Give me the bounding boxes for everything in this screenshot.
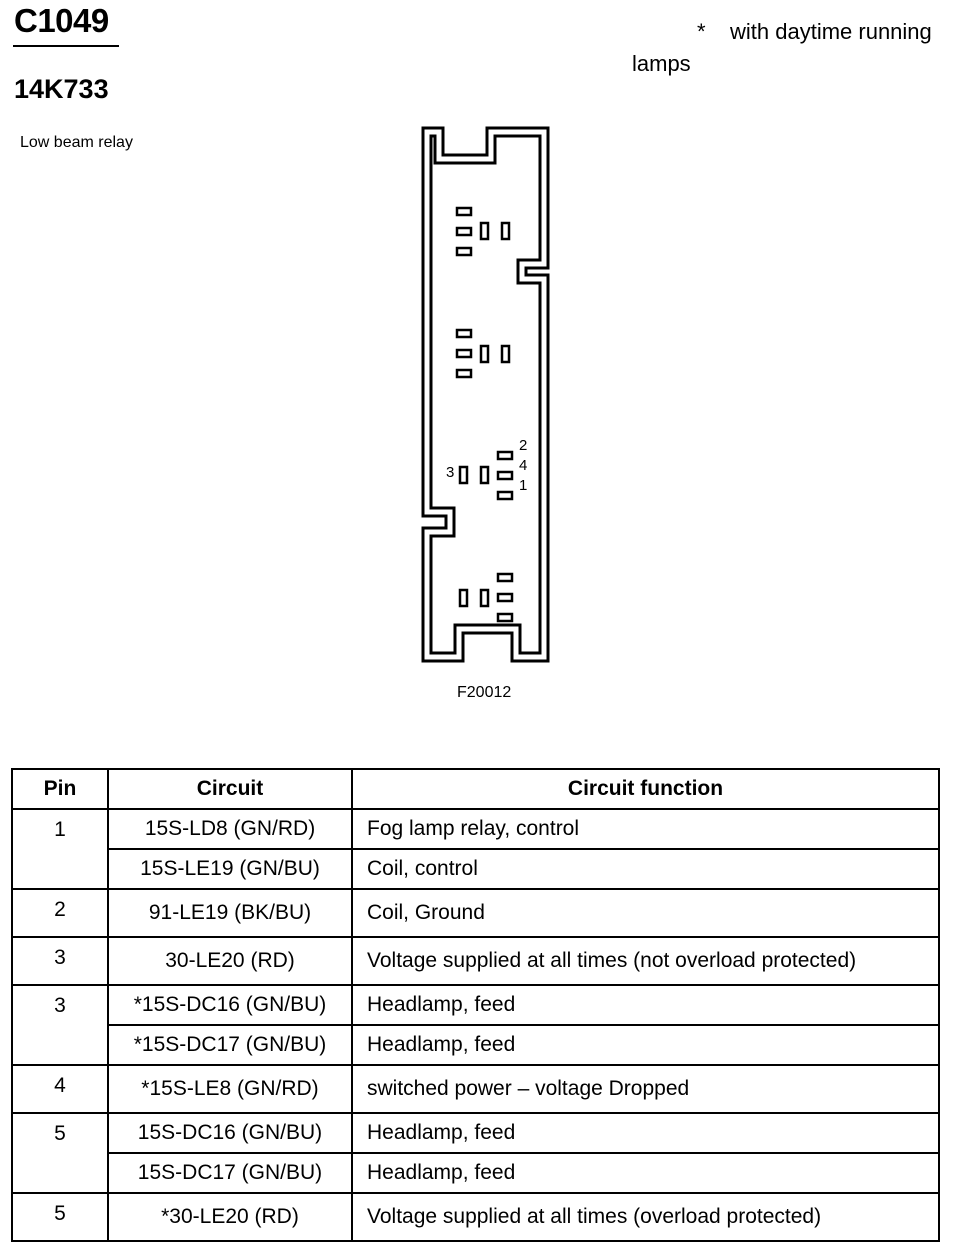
cavity-pin-1 <box>496 490 514 501</box>
cavity-slot <box>458 588 469 608</box>
cavity-slot <box>455 226 473 237</box>
table-row: 15S-DC17 (GN/BU) Headlamp, feed <box>12 1152 940 1194</box>
function-cell: Voltage supplied at all times (not overl… <box>351 936 940 986</box>
pin-label-3: 3 <box>446 464 454 481</box>
cavity-slot <box>455 206 473 217</box>
cavity-slot <box>479 465 490 485</box>
footnote-star: * <box>697 19 706 44</box>
part-number: 14K733 <box>14 74 109 104</box>
connector-id: C1049 <box>14 2 109 39</box>
pin-label-4: 4 <box>519 457 527 474</box>
cavity-slot <box>496 612 514 623</box>
table-row: 15S-LE19 (GN/BU) Coil, control <box>12 848 940 890</box>
function-cell: Coil, control <box>351 848 940 890</box>
circuit-cell: 15S-DC17 (GN/BU) <box>107 1152 353 1194</box>
circuit-cell: 15S-LD8 (GN/RD) <box>107 808 353 850</box>
pin-label-1: 1 <box>519 477 527 494</box>
pin-cell: 5 <box>11 1192 109 1242</box>
cavity-slot <box>479 221 490 241</box>
function-cell: Headlamp, feed <box>351 1024 940 1066</box>
cavity-slot <box>455 368 473 379</box>
table-row: 1 15S-LD8 (GN/RD) Fog lamp relay, contro… <box>11 808 940 890</box>
circuit-cell: *30-LE20 (RD) <box>107 1192 353 1242</box>
pin-cell: 3 <box>11 936 109 986</box>
table-row: 3 *15S-DC16 (GN/BU) Headlamp, feed <box>11 984 940 1066</box>
connector-housing <box>423 128 490 150</box>
housing-outer-outline <box>423 128 488 150</box>
footnote: * with daytime running lamps <box>632 16 952 80</box>
table-row: 2 91-LE19 (BK/BU) Coil, Ground <box>11 888 940 938</box>
circuit-cell: 15S-LE19 (GN/BU) <box>107 848 353 890</box>
pin-cavities <box>455 206 514 623</box>
pin-cell: 2 <box>11 888 109 938</box>
cavity-slot <box>455 246 473 257</box>
housing-outer-outline <box>423 128 490 150</box>
header-circuit-function: Circuit function <box>351 768 940 810</box>
cavity-slot <box>500 344 511 364</box>
circuit-cell: 15S-DC16 (GN/BU) <box>107 1112 353 1154</box>
table-row: 5 15S-DC16 (GN/BU) Headlamp, feed <box>11 1112 940 1194</box>
pin-cell: 5 <box>11 1112 109 1194</box>
cavity-slot <box>496 572 514 583</box>
header-circuit: Circuit <box>107 768 353 810</box>
component-name: Low beam relay <box>20 134 133 151</box>
table-row: 5 *30-LE20 (RD) Voltage supplied at all … <box>11 1192 940 1242</box>
pin-table: Pin Circuit Circuit function 1 15S-LD8 (… <box>11 768 940 1242</box>
cavity-slot <box>479 588 490 608</box>
cavity-pin-4 <box>496 470 514 481</box>
function-cell: Voltage supplied at all times (overload … <box>351 1192 940 1242</box>
figure-code: F20012 <box>457 684 512 701</box>
circuit-cell: *15S-LE8 (GN/RD) <box>107 1064 353 1114</box>
housing-outlines <box>421 126 550 663</box>
cavity-slot <box>479 344 490 364</box>
cavity-slot <box>496 592 514 603</box>
table-row: 3 30-LE20 (RD) Voltage supplied at all t… <box>11 936 940 986</box>
cavity-pin-2 <box>496 450 514 461</box>
connector-id-underline <box>13 45 119 47</box>
pin-label-2: 2 <box>519 437 527 454</box>
header-pin: Pin <box>11 768 109 810</box>
connector-face-diagram: 2 4 1 3 <box>421 126 550 663</box>
housing-inner-outline <box>429 134 542 655</box>
circuit-cell: 91-LE19 (BK/BU) <box>107 888 353 938</box>
pin-cell: 1 <box>11 808 109 890</box>
circuit-cell: 30-LE20 (RD) <box>107 936 353 986</box>
table-row: *15S-DC17 (GN/BU) Headlamp, feed <box>12 1024 940 1066</box>
function-cell: switched power – voltage Dropped <box>351 1064 940 1114</box>
cavity-pin-3 <box>458 465 469 485</box>
table-row: 4 *15S-LE8 (GN/RD) switched power – volt… <box>11 1064 940 1114</box>
footnote-text-line2: lamps <box>632 51 691 76</box>
circuit-cell: *15S-DC16 (GN/BU) <box>107 984 353 1026</box>
cavity-slot <box>500 221 511 241</box>
cavity-slot <box>455 348 473 359</box>
circuit-cell: *15S-DC17 (GN/BU) <box>107 1024 353 1066</box>
function-cell: Headlamp, feed <box>351 1112 940 1154</box>
function-cell: Coil, Ground <box>351 888 940 938</box>
cavity-slot <box>455 328 473 339</box>
footnote-text-line1: with daytime running <box>730 19 932 44</box>
function-cell: Headlamp, feed <box>351 1152 940 1194</box>
pin-cell: 4 <box>11 1064 109 1114</box>
table-header-row: Pin Circuit Circuit function <box>11 768 940 810</box>
function-cell: Headlamp, feed <box>351 984 940 1026</box>
function-cell: Fog lamp relay, control <box>351 808 940 850</box>
housing-outer-outline <box>421 126 550 663</box>
pin-cell: 3 <box>11 984 109 1066</box>
